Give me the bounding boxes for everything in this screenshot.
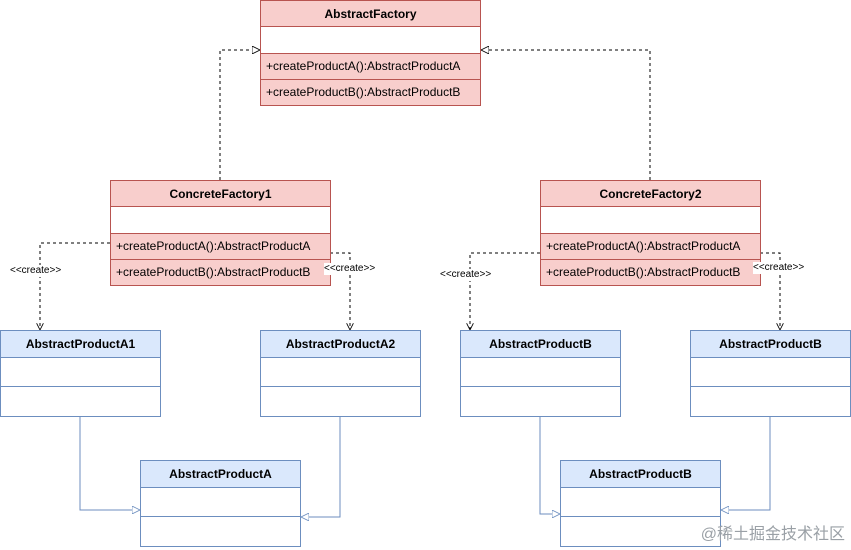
abstract-product-a-operations: [141, 517, 300, 546]
concrete-factory-2-title: ConcreteFactory2: [541, 181, 760, 207]
product-b-right-attributes: [691, 358, 850, 387]
create-label-a1: <<create>>: [10, 265, 62, 277]
concrete-factory-1-attributes: [111, 207, 330, 234]
product-b-left-title: AbstractProductB: [461, 331, 620, 358]
abstract-product-b-title: AbstractProductB: [561, 461, 720, 488]
create-label-a2: <<create>>: [324, 263, 376, 275]
create-edge-b-right: [760, 252, 780, 330]
product-b-right-operations: [691, 387, 850, 416]
create-label-b-left: <<create>>: [440, 269, 492, 281]
product-a1-operations: [1, 387, 160, 416]
product-a1-attributes: [1, 358, 160, 387]
operation-create-product-a: +createProductA():AbstractProductA: [541, 234, 760, 260]
concrete-factory-1-operations: +createProductA():AbstractProductA +crea…: [111, 234, 330, 285]
abstract-product-a-class[interactable]: AbstractProductA: [140, 460, 301, 547]
product-a2-attributes: [261, 358, 420, 387]
concrete-factory-2-operations: +createProductA():AbstractProductA +crea…: [541, 234, 760, 285]
concrete-factory-2-attributes: [541, 207, 760, 234]
product-b-left-class[interactable]: AbstractProductB: [460, 330, 621, 417]
product-a2-class[interactable]: AbstractProductA2: [260, 330, 421, 417]
create-edge-b-left: [470, 252, 540, 330]
product-a1-class[interactable]: AbstractProductA1: [0, 330, 161, 417]
product-a1-title: AbstractProductA1: [1, 331, 160, 358]
realization-edge-factory1: [219, 50, 260, 180]
generalization-edge-b-right: [721, 416, 771, 510]
operation-create-product-b: +createProductB():AbstractProductB: [546, 265, 741, 279]
abstract-factory-title: AbstractFactory: [261, 1, 480, 27]
generalization-edge-a1: [79, 416, 140, 510]
operation-create-product-b: +createProductB():AbstractProductB: [116, 265, 311, 279]
create-edge-a1: [40, 242, 110, 330]
product-b-right-title: AbstractProductB: [691, 331, 850, 358]
abstract-product-a-title: AbstractProductA: [141, 461, 300, 488]
abstract-product-b-attributes: [561, 488, 720, 517]
create-edge-a2: [330, 252, 350, 330]
realization-edge-factory2: [481, 50, 651, 180]
abstract-factory-class[interactable]: AbstractFactory +createProductA():Abstra…: [260, 0, 481, 106]
generalization-edge-b-left: [539, 416, 560, 514]
abstract-product-b-operations: [561, 517, 720, 546]
generalization-edge-a2: [301, 416, 341, 517]
watermark: @稀土掘金技术社区: [700, 526, 845, 543]
product-b-right-class[interactable]: AbstractProductB: [690, 330, 851, 417]
product-a2-title: AbstractProductA2: [261, 331, 420, 358]
concrete-factory-1-class[interactable]: ConcreteFactory1 +createProductA():Abstr…: [110, 180, 331, 286]
abstract-product-a-attributes: [141, 488, 300, 517]
operation-create-product-b: +createProductB():AbstractProductB: [266, 85, 461, 99]
product-b-left-operations: [461, 387, 620, 416]
operation-create-product-a: +createProductA():AbstractProductA: [111, 234, 330, 260]
concrete-factory-1-title: ConcreteFactory1: [111, 181, 330, 207]
abstract-factory-attributes: [261, 27, 480, 54]
concrete-factory-2-class[interactable]: ConcreteFactory2 +createProductA():Abstr…: [540, 180, 761, 286]
abstract-product-b-class[interactable]: AbstractProductB: [560, 460, 721, 547]
product-a2-operations: [261, 387, 420, 416]
abstract-factory-operations: +createProductA():AbstractProductA +crea…: [261, 54, 480, 105]
create-label-b-right: <<create>>: [753, 262, 805, 274]
operation-create-product-a: +createProductA():AbstractProductA: [261, 54, 480, 80]
product-b-left-attributes: [461, 358, 620, 387]
